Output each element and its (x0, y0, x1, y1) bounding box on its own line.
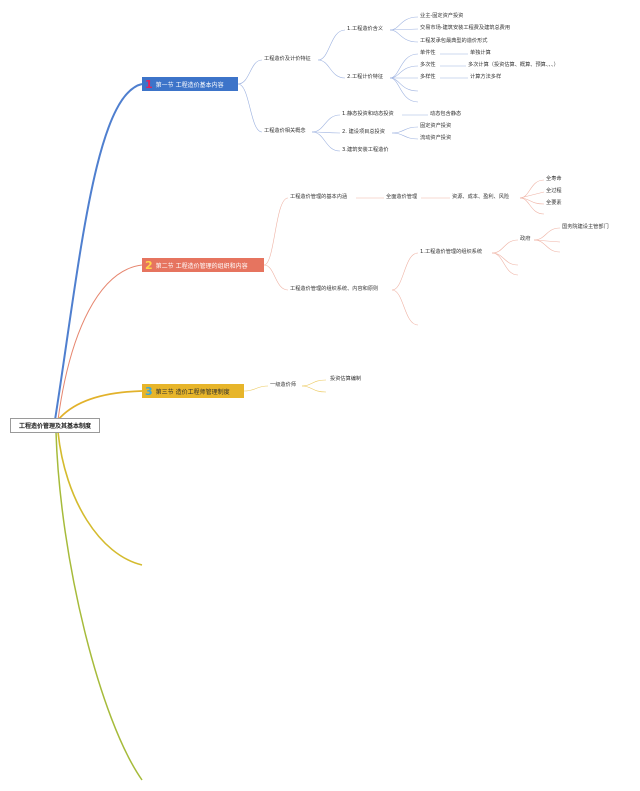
links-s3 (243, 379, 327, 393)
s2-node-org-system-detail[interactable]: 1.工程造价管理的组织系统 (420, 249, 483, 255)
s1-detail-current-assets[interactable]: 流动资产投资 (420, 135, 452, 141)
s1-leaf-owner-investment[interactable]: 业主-固定资产投资 (420, 13, 464, 19)
s1-leaf-static-dynamic[interactable]: 1.静态投资和动态投资 (342, 111, 394, 117)
s2-leaf-full-elements[interactable]: 全要素 (546, 200, 562, 206)
s1-detail-multi-calc[interactable]: 多次计算（投资估算、概算、预算、、、） (468, 62, 559, 68)
s1-leaf-construction-cost[interactable]: 3.建筑安装工程造价 (342, 147, 389, 153)
link-root-s4 (57, 431, 143, 566)
s1-leaf-total-investment[interactable]: 2. 建设项目总投资 (342, 129, 385, 135)
s1-node-pricing-characteristics[interactable]: 2.工程计价特征 (347, 74, 384, 80)
s1-leaf-contract-form[interactable]: 工程发承包最典型的造价形式 (420, 38, 488, 44)
s1-detail-dynamic-includes-static[interactable]: 动态包含静态 (430, 111, 462, 117)
s2-node-basic-connotation[interactable]: 工程造价管理的基本内涵 (290, 194, 348, 200)
links-s1 (237, 16, 468, 152)
section-2-title: 第二节 工程造价管理的组织和内容 (155, 262, 248, 270)
s1-node-cost-meaning[interactable]: 1.工程造价含义 (347, 26, 384, 32)
section-1-topic[interactable]: 1 第一节 工程造价基本内容 (142, 77, 238, 91)
s2-leaf-full-lifecycle[interactable]: 全寿命 (546, 176, 562, 182)
root-topic[interactable]: 工程造价管理及其基本制度 (10, 418, 100, 433)
s1-leaf-diversity[interactable]: 多样性 (420, 74, 436, 80)
section-1-number: 1 (145, 77, 153, 91)
s3-leaf-investment-estimate[interactable]: 投资估算编制 (330, 376, 362, 382)
s1-leaf-market-fee[interactable]: 交易市场-建筑安装工程费及建筑总费用 (420, 25, 511, 31)
s1-detail-methods[interactable]: 计算方法多样 (470, 74, 502, 80)
links-s2 (263, 179, 561, 326)
s2-node-org-system[interactable]: 工程造价管理的组织系统、内容和原则 (290, 286, 379, 292)
s1-detail-separate-calc[interactable]: 单独计算 (470, 50, 491, 56)
section-3-number: 3 (145, 384, 153, 398)
link-root-s3 (57, 390, 143, 421)
s1-leaf-single[interactable]: 单件性 (420, 50, 436, 56)
s1-leaf-multiple-times[interactable]: 多次性 (420, 62, 436, 68)
section-3-title: 第三节 造价工程师管理制度 (155, 388, 230, 396)
s1-node-pricing-features[interactable]: 工程造价及计价特征 (264, 56, 311, 62)
section-1-title: 第一节 工程造价基本内容 (155, 81, 224, 89)
link-root-s2 (57, 264, 143, 421)
section-2-number: 2 (145, 258, 153, 272)
s2-leaf-state-council-dept[interactable]: 国务院建设主管部门 (562, 224, 609, 230)
s3-node-level-one-engineer[interactable]: 一级造价师 (270, 382, 296, 388)
s2-node-full-cost-mgmt[interactable]: 全面造价管理 (386, 194, 418, 200)
section-3-topic[interactable]: 3 第三节 造价工程师管理制度 (142, 384, 244, 398)
section-2-topic[interactable]: 2 第二节 工程造价管理的组织和内容 (142, 258, 264, 272)
s2-leaf-full-process[interactable]: 全过程 (546, 188, 562, 194)
s1-detail-fixed-assets[interactable]: 固定资产投资 (420, 123, 452, 129)
s2-node-government[interactable]: 政府 (520, 236, 531, 242)
s2-detail-resources[interactable]: 资源、成本、盈利、风险 (452, 194, 510, 200)
link-root-s1 (54, 83, 143, 421)
s1-node-related-concepts[interactable]: 工程造价相关概念 (264, 128, 306, 134)
link-root-s5 (55, 431, 143, 781)
